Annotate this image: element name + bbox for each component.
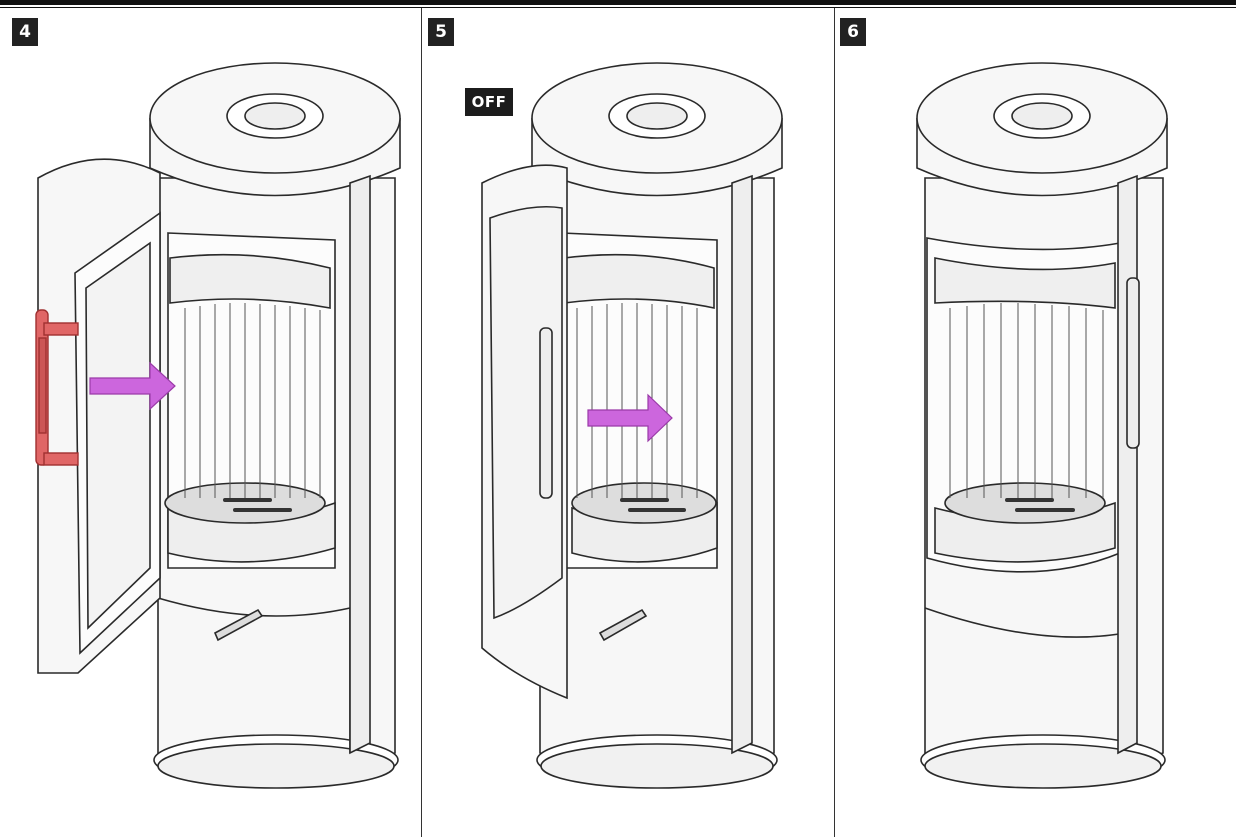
side-panel [1117,174,1138,755]
insert-direction-arrow [587,393,673,443]
side-panel [731,174,753,755]
top-rule-thin [0,7,1236,8]
ash-latch [213,608,264,642]
stove-base-ring [540,743,774,789]
flue-hole [244,102,306,130]
ash-latch [598,608,648,642]
baffle [934,257,1116,309]
baffle [169,253,331,309]
step-number-badge: 6 [840,18,866,46]
door-glass [489,205,563,620]
baffle [563,253,715,309]
door-glass [85,241,151,630]
top-rule [0,0,1236,5]
step-panel-5 [422,8,834,837]
door-handle [539,327,553,499]
flue-hole [1011,102,1073,130]
panel-divider [421,8,422,837]
grate-top [944,482,1106,524]
step-panel-4 [0,8,421,837]
off-badge: OFF [465,88,513,116]
step-number-badge: 5 [428,18,454,46]
insert-direction-arrow [89,361,176,411]
stove-illustration-closed-door [916,62,1168,789]
stove-base-ring [157,743,395,789]
stove-illustration-open-door [35,62,401,789]
panel-divider [834,8,835,837]
door-handle [1126,277,1140,449]
door-handle-highlight [35,309,79,466]
step-panel-6 [835,8,1236,837]
grate-top [571,482,717,524]
step-number-badge: 4 [12,18,38,46]
stove-illustration-half-closed-door [481,62,783,789]
flue-hole [626,102,688,130]
stove-base-ring [924,743,1162,789]
side-panel [349,174,371,755]
ash-drawer-line [924,607,1126,638]
